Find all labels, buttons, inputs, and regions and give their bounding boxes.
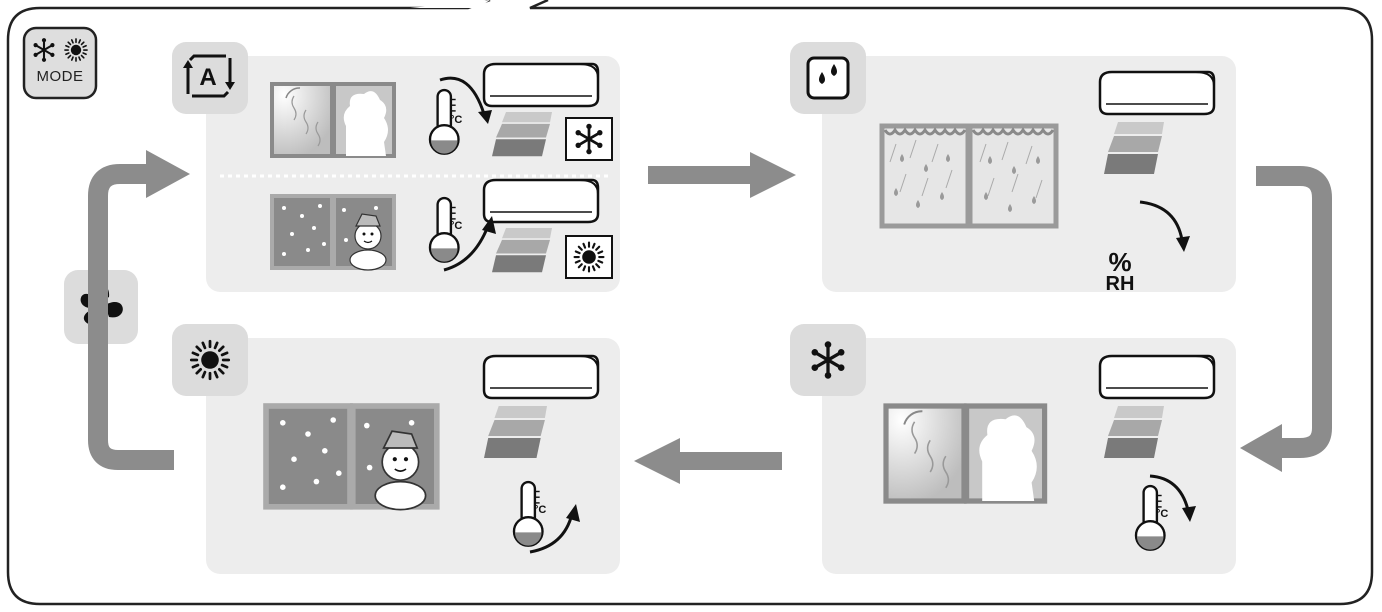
cycle-arrow-auto-to-dry (648, 152, 796, 198)
indoor-unit-illustration (482, 354, 600, 400)
percent-sign: % (1108, 247, 1132, 277)
mode-button[interactable] (22, 26, 98, 100)
mode-button-label: MODE (36, 68, 84, 85)
snow-window-illustration (270, 194, 396, 272)
indoor-unit-illustration (1098, 354, 1216, 400)
rain-window-illustration (882, 126, 1056, 226)
humidity-label: % RH (1090, 247, 1150, 295)
cycle-arrow-dry-to-cool (1240, 166, 1332, 472)
rh-unit: RH (1105, 273, 1135, 295)
indoor-unit-illustration (482, 62, 600, 108)
humidity-down-arrow (1139, 200, 1184, 241)
temp-unit-label: °C (450, 114, 463, 126)
sun-icon (189, 339, 231, 381)
indoor-unit-illustration (1098, 70, 1216, 116)
sun-icon (64, 38, 88, 62)
temperature-up-arrow (443, 225, 490, 272)
snow-window-illustration (266, 406, 437, 510)
indoor-unit-illustration (482, 178, 600, 224)
cycle-arrow-cool-to-heat (634, 438, 782, 484)
hot-window-illustration (270, 82, 396, 158)
auto-mode-letter: A (199, 64, 217, 91)
sun-icon (573, 241, 605, 273)
temperature-down-arrow (439, 76, 486, 115)
temp-unit-label: °C (450, 220, 463, 232)
cycle-arrow-heat-to-auto (88, 150, 190, 470)
temp-unit-label: °C (1156, 508, 1169, 520)
hot-window-illustration (886, 406, 1045, 501)
temp-unit-label: °C (534, 504, 547, 516)
temperature-down-arrow (1149, 474, 1190, 511)
